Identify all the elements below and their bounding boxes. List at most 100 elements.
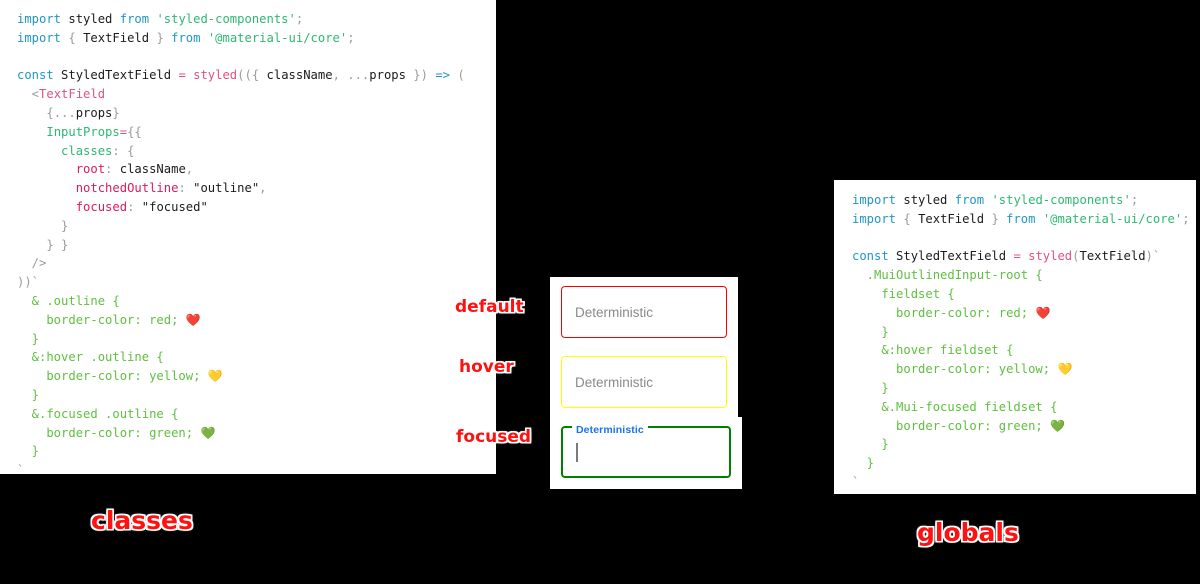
code-token: 💚 — [1050, 418, 1066, 433]
code-token: ( — [1072, 249, 1080, 264]
code-token: } — [852, 324, 889, 339]
code-token: : — [105, 162, 120, 177]
code-token: 'styled-components' — [991, 193, 1131, 207]
code-token: )` — [1145, 249, 1161, 264]
code-token: from — [954, 193, 992, 207]
code-line: } — [852, 454, 1196, 473]
code-token: , — [185, 162, 194, 177]
code-token: &.focused .outline { — [17, 406, 179, 421]
code-token: from — [171, 30, 208, 45]
code-token: 💚 — [200, 425, 216, 440]
code-line: } — [852, 379, 1196, 398]
code-token: .MuiOutlinedInput-root { — [852, 268, 1043, 283]
code-token: : — [178, 181, 194, 196]
code-line: } — [17, 330, 496, 349]
code-token: } — [852, 456, 875, 471]
code-token: ; — [295, 12, 304, 26]
textfield-hover[interactable]: Deterministic — [561, 356, 727, 408]
code-line: .MuiOutlinedInput-root { — [852, 266, 1196, 285]
code-line: } — [852, 323, 1196, 342]
code-token: { — [127, 143, 135, 158]
textfield-default[interactable]: Deterministic — [561, 286, 727, 338]
code-token: '@material-ui/core' — [1042, 211, 1183, 226]
code-token: ... — [347, 68, 370, 83]
code-line: border-color: green; 💚 — [852, 417, 1196, 436]
code-line: &.Mui-focused fieldset { — [852, 398, 1196, 417]
code-token: TextField — [39, 87, 106, 102]
code-token: ` — [852, 474, 860, 489]
code-token: = — [1013, 249, 1029, 264]
code-line — [852, 229, 1196, 248]
code-token: styled — [193, 68, 238, 83]
code-token: StyledTextField — [896, 249, 1014, 264]
annotation-globals-title: globals — [917, 518, 1019, 547]
code-token: ; — [1182, 211, 1190, 226]
code-token: ; — [347, 30, 355, 45]
code-line: fieldset { — [852, 285, 1196, 304]
code-token: } — [17, 218, 69, 233]
code-line: ))` — [17, 273, 496, 292]
code-line: } — [17, 386, 496, 405]
code-token: from — [1006, 211, 1043, 226]
code-token: root — [75, 162, 106, 177]
annotation-default: default — [455, 297, 524, 317]
code-token: import — [852, 193, 904, 207]
textfield-demo-stack: Deterministic Deterministic Deterministi… — [550, 277, 742, 489]
code-token: 💛 — [207, 369, 223, 384]
code-token: props — [75, 105, 113, 120]
code-token: border-color: yellow; — [852, 362, 1058, 377]
code-line: classes: { — [17, 142, 496, 161]
code-token: border-color: green; — [17, 425, 201, 440]
code-token: } } — [17, 237, 69, 252]
code-token: className — [119, 162, 186, 177]
code-line: import { TextField } from '@material-ui/… — [852, 210, 1196, 229]
code-token: TextField — [918, 211, 985, 226]
annotation-focused: focused — [456, 427, 532, 447]
code-line: focused: "focused" — [17, 198, 496, 217]
code-token: ( — [457, 68, 465, 83]
demo-card-hover: Deterministic — [550, 347, 738, 417]
code-token: import — [17, 12, 69, 26]
code-line: InputProps={{ — [17, 123, 496, 142]
code-token: } — [984, 211, 1007, 226]
code-token: ❤️ — [1035, 305, 1051, 320]
code-line: & .outline { — [17, 292, 496, 311]
code-token: ` — [17, 463, 25, 474]
code-token: &:hover fieldset { — [852, 343, 1014, 358]
code-token: = — [178, 68, 194, 83]
code-panel-globals: import styled from 'styled-components';i… — [834, 180, 1196, 494]
code-token: } — [17, 387, 40, 402]
code-token: border-color: yellow; — [17, 369, 208, 384]
code-line: notchedOutline: "outline", — [17, 179, 496, 198]
code-token: < — [17, 87, 40, 102]
code-line: border-color: red; ❤️ — [852, 304, 1196, 323]
code-line: } — [852, 435, 1196, 454]
code-token: } — [852, 437, 889, 452]
code-token: fieldset { — [852, 286, 955, 301]
code-token: &.Mui-focused fieldset { — [852, 399, 1058, 414]
demo-card-default: Deterministic — [550, 277, 738, 347]
code-line: import styled from 'styled-components'; — [852, 191, 1196, 210]
code-token: import — [852, 211, 904, 226]
textfield-focused[interactable]: Deterministic — [561, 420, 731, 478]
code-line: border-color: red; ❤️ — [17, 311, 496, 330]
demo-card-focused: Deterministic — [550, 417, 742, 489]
code-line: } — [17, 217, 496, 236]
code-line: border-color: yellow; 💛 — [852, 360, 1196, 379]
code-line: import { TextField } from '@material-ui/… — [17, 29, 496, 48]
code-line: &:hover fieldset { — [852, 341, 1196, 360]
code-token — [17, 200, 76, 214]
code-token: InputProps — [46, 124, 120, 139]
code-token: } — [149, 30, 172, 45]
code-token: border-color: red; — [17, 312, 186, 327]
code-line — [17, 48, 496, 67]
code-token: & .outline { — [17, 293, 120, 308]
code-token: (({ — [237, 68, 267, 83]
code-token: TextField — [1079, 249, 1146, 264]
code-token — [17, 181, 76, 195]
code-token: ❤️ — [185, 312, 201, 327]
code-token: border-color: green; — [852, 418, 1051, 433]
code-token: , — [259, 181, 267, 196]
code-token: const — [852, 249, 897, 264]
code-line: ; — [852, 492, 1196, 495]
